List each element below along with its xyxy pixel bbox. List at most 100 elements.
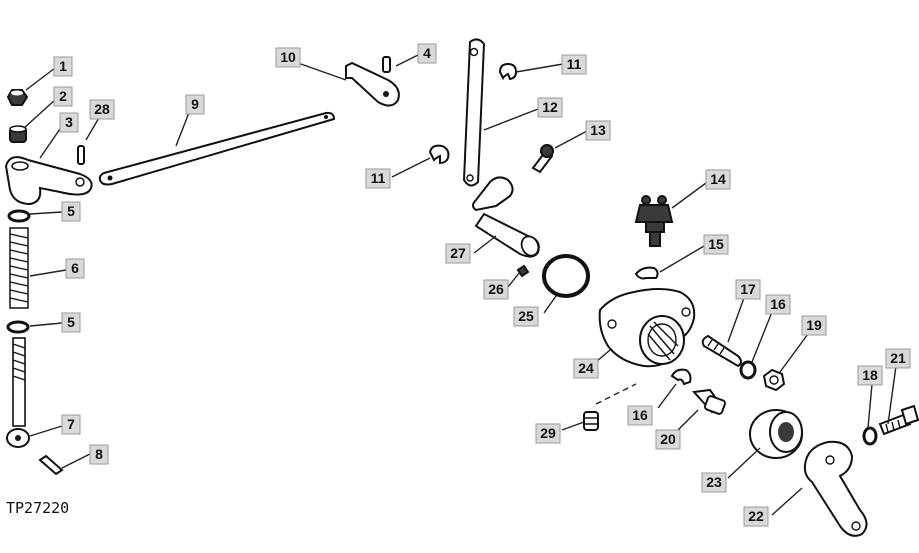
part-ball-joint-13: [531, 144, 554, 174]
callout-4-text: 4: [423, 45, 431, 61]
part-switch-14: [634, 195, 674, 247]
part-pin-4: [382, 56, 391, 73]
part-snap-ring-15: [634, 266, 659, 280]
callout-28-text: 28: [94, 101, 110, 117]
callout-10-text: 10: [280, 49, 296, 65]
callout-17: 17: [735, 279, 761, 300]
callout-27: 27: [445, 243, 471, 264]
callout-5a: 5: [61, 201, 81, 222]
part-bracket-10: [345, 61, 400, 107]
part-link-12: [462, 38, 486, 187]
callout-11b-text: 11: [371, 170, 386, 186]
callout-16a-text: 16: [770, 296, 786, 312]
callout-9: 9: [185, 94, 205, 115]
callout-28: 28: [89, 99, 115, 120]
part-bolt-20: [691, 388, 727, 415]
callout-21-text: 21: [890, 350, 906, 366]
callout-21: 21: [885, 348, 911, 369]
part-housing-24: [598, 288, 696, 368]
callout-15-text: 15: [708, 236, 724, 252]
part-arm-22: [803, 440, 868, 537]
part-bolt-21: [878, 404, 919, 436]
figure-id: TP27220: [6, 499, 69, 517]
callout-1: 1: [53, 56, 73, 77]
part-bushing-2: [9, 125, 27, 143]
leader-lines: [23, 54, 897, 516]
callout-1-text: 1: [59, 58, 67, 74]
part-arm-shaft-27: [472, 176, 540, 258]
part-nut-19: [762, 368, 786, 392]
callout-8-text: 8: [95, 446, 103, 462]
callout-5a-text: 5: [67, 203, 75, 219]
part-stud-17: [701, 334, 742, 368]
part-lever-arm-3: [4, 156, 93, 206]
callout-2: 2: [53, 86, 73, 107]
part-o-ring-25: [542, 254, 590, 298]
part-spring-6: [9, 227, 29, 309]
callout-16b: 16: [627, 405, 653, 426]
part-washer-16a: [739, 360, 757, 380]
callout-11a: 11: [561, 54, 587, 75]
callout-23-text: 23: [706, 474, 722, 490]
part-pin-8: [38, 454, 64, 476]
callout-16a: 16: [765, 294, 791, 315]
callout-20-text: 20: [660, 431, 676, 447]
part-rod-9: [98, 111, 336, 186]
dashed-guide: [595, 383, 637, 405]
callout-22-text: 22: [748, 508, 764, 524]
part-eye-bolt-7: [6, 337, 30, 448]
part-clip-11b: [428, 144, 450, 165]
callout-10: 10: [275, 47, 301, 68]
part-washer-5a: [7, 209, 31, 223]
part-nut-1: [6, 89, 29, 106]
callout-11a-text: 11: [567, 56, 582, 72]
callout-5b-text: 5: [67, 314, 75, 330]
callout-13: 13: [585, 120, 611, 141]
callout-12: 12: [537, 97, 563, 118]
callout-18-text: 18: [862, 367, 878, 383]
callout-14: 14: [705, 169, 731, 190]
callout-11b: 11: [365, 168, 391, 189]
callout-19-text: 19: [806, 317, 822, 333]
callout-27-text: 27: [450, 245, 466, 261]
callout-6-text: 6: [71, 260, 79, 276]
callout-25-text: 25: [518, 308, 534, 324]
callout-19: 19: [801, 315, 827, 336]
callout-2-text: 2: [59, 88, 67, 104]
callout-3-text: 3: [65, 114, 73, 130]
callout-12-text: 12: [542, 99, 558, 115]
callout-16b-text: 16: [632, 407, 648, 423]
callout-24-text: 24: [578, 360, 594, 376]
callout-26-text: 26: [488, 281, 504, 297]
callout-5b: 5: [61, 312, 81, 333]
part-clip-11a: [498, 62, 518, 81]
callout-8: 8: [89, 444, 109, 465]
callout-15: 15: [703, 234, 729, 255]
callout-6: 6: [65, 258, 85, 279]
part-washer-16b: [670, 368, 692, 386]
part-plug-29: [583, 411, 599, 431]
callout-13-text: 13: [590, 122, 606, 138]
callout-25: 25: [513, 306, 539, 327]
callout-20: 20: [655, 429, 681, 450]
callout-23: 23: [701, 472, 727, 493]
callout-17-text: 17: [740, 281, 756, 297]
callout-22: 22: [743, 506, 769, 527]
callout-7: 7: [61, 414, 81, 435]
callout-24: 24: [573, 358, 599, 379]
callout-9-text: 9: [191, 96, 199, 112]
part-pin-28: [77, 145, 85, 165]
callout-3: 3: [59, 112, 79, 133]
callout-18: 18: [857, 365, 883, 386]
callout-29-text: 29: [540, 425, 556, 441]
part-key-26: [516, 264, 530, 278]
callout-labels: 1 2 3 28 9 10 4 11 12 13 11 14 15 5 6 5 …: [53, 43, 911, 527]
callout-4: 4: [417, 43, 437, 64]
part-washer-18: [862, 426, 878, 446]
callout-26: 26: [483, 279, 509, 300]
part-roller-23: [749, 409, 803, 459]
callout-14-text: 14: [710, 171, 726, 187]
callout-29: 29: [535, 423, 561, 444]
callout-7-text: 7: [67, 416, 75, 432]
